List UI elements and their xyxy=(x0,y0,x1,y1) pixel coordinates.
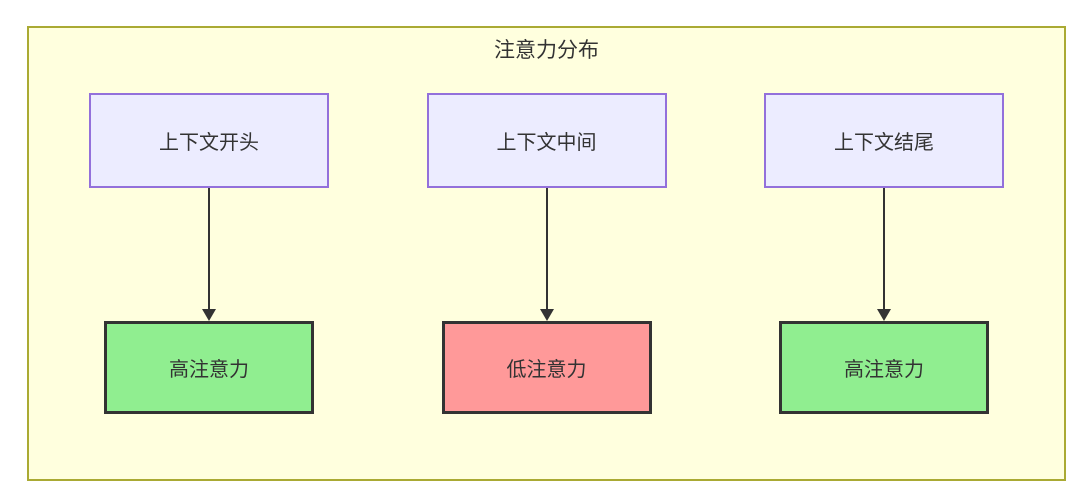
diagram-title: 注意力分布 xyxy=(494,39,599,62)
flow-column-context-middle: 上下文中间 低注意力 xyxy=(426,93,667,414)
target-node-low-attention: 低注意力 xyxy=(441,321,652,414)
arrow-line xyxy=(883,188,885,309)
attention-distribution-cluster: 注意力分布 上下文开头 高注意力 上下文中间 低注意力 上下文结尾 高注 xyxy=(27,26,1066,481)
arrowhead-down-icon xyxy=(202,309,216,321)
arrowhead-down-icon xyxy=(539,309,554,321)
arrow-connector xyxy=(877,188,891,321)
arrowhead-down-icon xyxy=(877,309,891,321)
arrow-line xyxy=(545,188,548,309)
flow-column-context-end: 上下文结尾 高注意力 xyxy=(764,93,1004,414)
source-node-context-end: 上下文结尾 xyxy=(764,93,1004,188)
flow-column-context-start: 上下文开头 高注意力 xyxy=(89,93,329,414)
source-node-context-middle: 上下文中间 xyxy=(426,93,667,188)
source-node-context-start: 上下文开头 xyxy=(89,93,329,188)
flow-row: 上下文开头 高注意力 上下文中间 低注意力 上下文结尾 高注意力 xyxy=(29,93,1064,414)
arrow-connector xyxy=(202,188,216,321)
target-node-high-attention: 高注意力 xyxy=(779,321,989,414)
arrow-line xyxy=(208,188,210,309)
arrow-connector xyxy=(539,188,554,321)
target-node-high-attention: 高注意力 xyxy=(104,321,314,414)
